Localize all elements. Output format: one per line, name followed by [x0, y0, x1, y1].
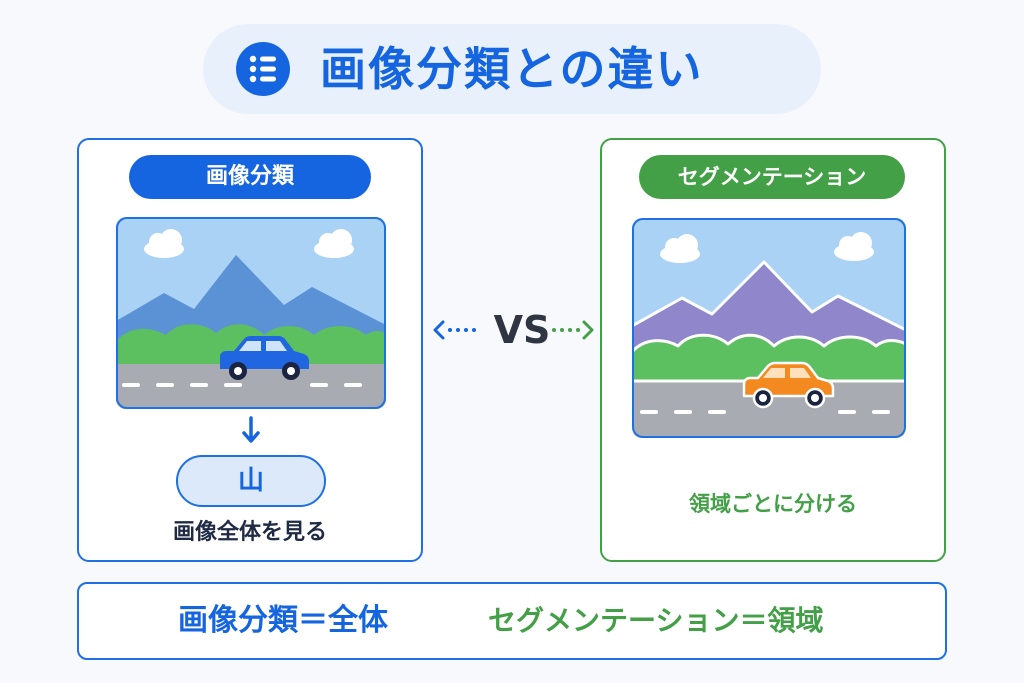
summary-box	[77, 582, 947, 660]
list-icon	[236, 42, 290, 96]
classification-scene-image	[116, 217, 386, 409]
blue-car-icon	[220, 336, 309, 380]
segmentation-caption: 領域ごとに分ける	[689, 492, 857, 516]
dotted-arrow-left-icon	[433, 320, 476, 340]
segmentation-label: セグメンテーション	[639, 155, 905, 199]
dotted-arrow-right-icon	[552, 320, 594, 340]
classification-result: 山	[176, 455, 326, 507]
summary-classification: 画像分類＝全体	[178, 603, 388, 638]
classification-label: 画像分類	[129, 155, 371, 199]
versus-indicator: VS	[432, 304, 594, 356]
arrow-down-icon	[242, 416, 260, 443]
summary-segmentation: セグメンテーション＝領域	[488, 604, 824, 637]
segmentation-scene-image	[632, 218, 906, 438]
title-banner	[203, 24, 821, 114]
vs-label: VS	[493, 308, 551, 352]
page-title: 画像分類との違い	[320, 42, 704, 96]
classification-caption: 画像全体を見る	[172, 520, 327, 545]
